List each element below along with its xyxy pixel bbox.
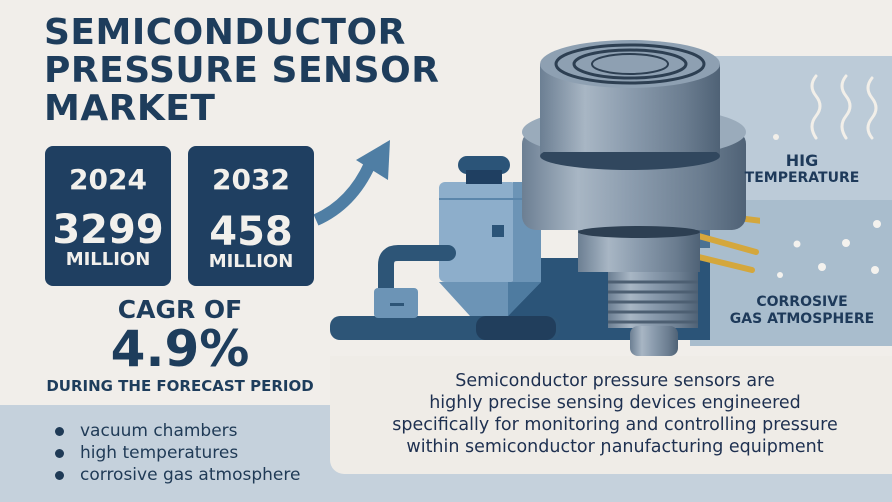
bullet-icon <box>55 470 64 480</box>
stat-card-2032: 2032 458 MILLION <box>188 146 314 286</box>
label-line: CORROSIVE <box>756 294 848 310</box>
list-item: vacuum chambers <box>55 420 300 442</box>
description-card <box>330 356 892 474</box>
stat-unit: MILLION <box>65 249 151 270</box>
page-title: SEMICONDUCTOR PRESSURE SENSOR MARKET <box>44 14 439 128</box>
cagr-value: 4.9% <box>110 320 250 378</box>
description-line: within semiconductor ɲanufacturing equip… <box>406 437 824 457</box>
corrosive-gas-label: CORROSIVE GAS ATMOSPHERE <box>712 294 892 328</box>
heat-waves-icon <box>773 74 878 140</box>
stat-year: 2024 <box>69 163 147 196</box>
label-line: GAS ATMOSPHERE <box>729 311 875 327</box>
pressure-sensor-illustration <box>522 40 760 356</box>
gas-particles-icon <box>777 220 881 278</box>
list-item-label: corrosive gas atmosphere <box>80 465 301 485</box>
cagr-block: CAGR OF 4.9% DURING THE FORECAST PERIOD <box>40 296 320 396</box>
description-line: specifically for monitoring and controll… <box>392 415 838 435</box>
cagr-period: DURING THE FORECAST PERIOD <box>46 377 314 395</box>
title-line-2: PRESSURE SENSOR <box>44 50 440 91</box>
stat-card-2024: 2024 3299 MILLION <box>45 146 171 286</box>
description-text: Semiconductor pressure sensors are highl… <box>340 370 890 458</box>
title-line-3: MARKET <box>44 88 216 129</box>
high-temperature-label: HIG TEMPERATURE <box>712 151 892 187</box>
list-item-label: vacuum chambers <box>80 421 238 441</box>
applications-list: vacuum chambers high temperatures corros… <box>55 420 300 486</box>
stat-year: 2032 <box>212 163 290 196</box>
stat-value: 3299 <box>52 207 164 253</box>
stat-value: 458 <box>209 209 293 255</box>
list-item: high temperatures <box>55 442 300 464</box>
list-item-label: high temperatures <box>80 443 239 463</box>
label-line: TEMPERATURE <box>744 170 860 186</box>
cagr-label: CAGR OF <box>117 295 243 324</box>
growth-arrow-icon <box>313 140 390 226</box>
description-line: Semiconductor pressure sensors are <box>455 371 775 391</box>
stat-unit: MILLION <box>208 251 294 272</box>
bullet-icon <box>55 426 64 436</box>
list-item: corrosive gas atmosphere <box>55 464 300 486</box>
title-line-1: SEMICONDUCTOR <box>44 12 406 53</box>
label-line: HIG <box>785 151 819 170</box>
bullet-icon <box>55 448 64 458</box>
description-line: highly precise sensing devices engineere… <box>429 393 801 413</box>
